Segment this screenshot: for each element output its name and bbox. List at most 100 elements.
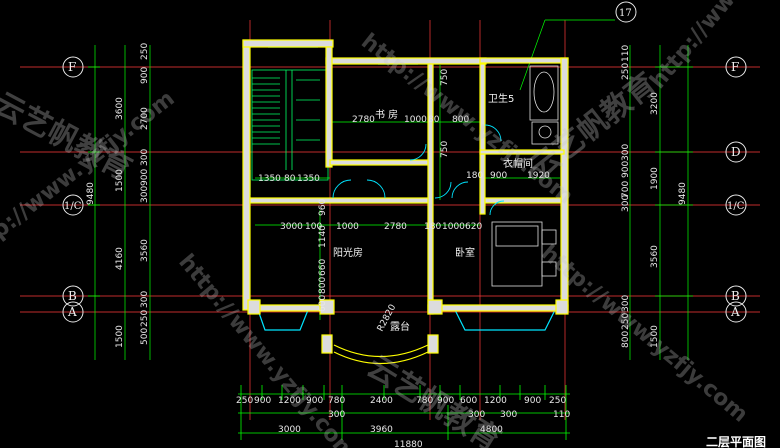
svg-text:4160: 4160 (115, 247, 125, 270)
svg-text:1500: 1500 (115, 169, 125, 192)
dims-left-inner: 250 900 2700 300 900 300 3560 300 250 50… (140, 43, 150, 345)
dims-right-inner: 110 250 900 300 700 300 300 250 800 (621, 45, 631, 348)
dims-left-total: 9480 (86, 182, 96, 205)
svg-text:250: 250 (140, 310, 150, 327)
doors (332, 124, 505, 216)
svg-text:3560: 3560 (140, 239, 150, 262)
axis-bubbles (62, 1, 747, 323)
dims-mid-row: 1350 80 1350 (258, 174, 320, 184)
svg-text:1350: 1350 (258, 174, 281, 184)
axis-label-a-left: A (67, 305, 77, 319)
dims-lower-row: 3000 100 1000 2780 180 1000 620 (280, 222, 482, 232)
svg-text:800: 800 (452, 115, 469, 125)
svg-text:100: 100 (305, 222, 322, 232)
svg-text:250: 250 (549, 396, 566, 406)
svg-text:900: 900 (524, 396, 541, 406)
bed (491, 221, 557, 287)
svg-text:300: 300 (140, 291, 150, 308)
svg-text:3000: 3000 (278, 425, 301, 435)
svg-text:1000: 1000 (404, 115, 427, 125)
axis-label-f-left: F (68, 60, 76, 74)
dims-left-outer: 3600 1500 4160 1500 (115, 97, 125, 348)
svg-text:300: 300 (468, 410, 485, 420)
svg-text:780: 780 (328, 396, 345, 406)
axis-label-a-right: A (730, 305, 740, 319)
svg-text:700: 700 (621, 181, 631, 198)
svg-text:180: 180 (424, 222, 441, 232)
svg-text:1140: 1140 (318, 225, 328, 248)
svg-text:900: 900 (621, 161, 631, 178)
svg-text:110: 110 (621, 45, 631, 62)
svg-text:1900: 1900 (650, 167, 660, 190)
svg-text:3600: 3600 (115, 97, 125, 120)
room-label-bedroom: 卧室 (455, 246, 475, 259)
svg-text:500: 500 (140, 328, 150, 345)
room-label-study: 书 房 (375, 108, 398, 121)
svg-text:1920: 1920 (527, 171, 550, 181)
dimension-lines (94, 19, 689, 434)
axis-label-b-right: B (731, 289, 740, 303)
svg-text:300: 300 (621, 144, 631, 161)
svg-text:80: 80 (428, 115, 440, 125)
svg-text:3560: 3560 (650, 245, 660, 268)
svg-text:110: 110 (553, 410, 570, 420)
svg-text:1000: 1000 (442, 222, 465, 232)
room-label-closet: 衣帽间 (503, 157, 533, 170)
axis-callout-label: 17 (619, 8, 632, 19)
room-label-bath: 卫生5 (488, 92, 514, 105)
axis-label-f-right: F (731, 60, 739, 74)
svg-text:900: 900 (254, 396, 271, 406)
bath-fixtures (529, 65, 559, 145)
walls (242, 39, 569, 354)
svg-text:3200: 3200 (650, 92, 660, 115)
svg-text:300: 300 (500, 410, 517, 420)
svg-text:250: 250 (621, 313, 631, 330)
dims-bottom-3: 3000 3960 4800 (278, 425, 503, 435)
svg-text:900: 900 (306, 396, 323, 406)
staircase (251, 69, 329, 181)
svg-text:2780: 2780 (352, 115, 375, 125)
svg-text:1350: 1350 (297, 174, 320, 184)
watermark-url-top-right: http://www.yzfjy.com (645, 0, 780, 94)
dims-right-total: 9480 (678, 182, 688, 205)
svg-text:1500: 1500 (115, 325, 125, 348)
svg-text:900: 900 (437, 396, 454, 406)
svg-text:750: 750 (440, 69, 450, 86)
svg-text:300: 300 (140, 149, 150, 166)
svg-text:1500: 1500 (650, 325, 660, 348)
svg-text:4800: 4800 (480, 425, 503, 435)
svg-text:300: 300 (621, 195, 631, 212)
watermark-url-right: http://www.yzfjy.com (536, 240, 752, 427)
svg-text:960: 960 (318, 199, 328, 216)
axis-label-c-left: 1/C (64, 201, 82, 212)
svg-text:300: 300 (621, 295, 631, 312)
drawing-title: 二层平面图 (706, 435, 766, 448)
svg-text:1200: 1200 (278, 396, 301, 406)
svg-text:600: 600 (318, 295, 328, 312)
dimension-ticks (88, 66, 693, 440)
svg-text:2700: 2700 (140, 107, 150, 130)
svg-text:250: 250 (621, 63, 631, 80)
svg-text:600: 600 (460, 396, 477, 406)
room-label-sunroom: 阳光房 (333, 246, 363, 259)
svg-text:3000: 3000 (280, 222, 303, 232)
axis-label-b-left: B (68, 289, 77, 303)
axis-label-c-right: 1/C (727, 201, 745, 212)
svg-text:780: 780 (416, 396, 433, 406)
svg-text:620: 620 (465, 222, 482, 232)
dims-top-row: 2780 1000 80 800 (352, 115, 469, 125)
room-label-terrace: 露台 (390, 320, 410, 333)
svg-text:300: 300 (328, 410, 345, 420)
axis-label-d-right: D (731, 145, 741, 159)
svg-text:3960: 3960 (370, 425, 393, 435)
svg-text:900: 900 (140, 169, 150, 186)
svg-text:250: 250 (140, 43, 150, 60)
svg-text:250: 250 (236, 396, 253, 406)
svg-text:900: 900 (140, 67, 150, 84)
svg-text:800: 800 (621, 331, 631, 348)
svg-text:1000: 1000 (336, 222, 359, 232)
svg-text:80: 80 (284, 174, 296, 184)
svg-text:750: 750 (440, 141, 450, 158)
svg-text:2400: 2400 (370, 396, 393, 406)
